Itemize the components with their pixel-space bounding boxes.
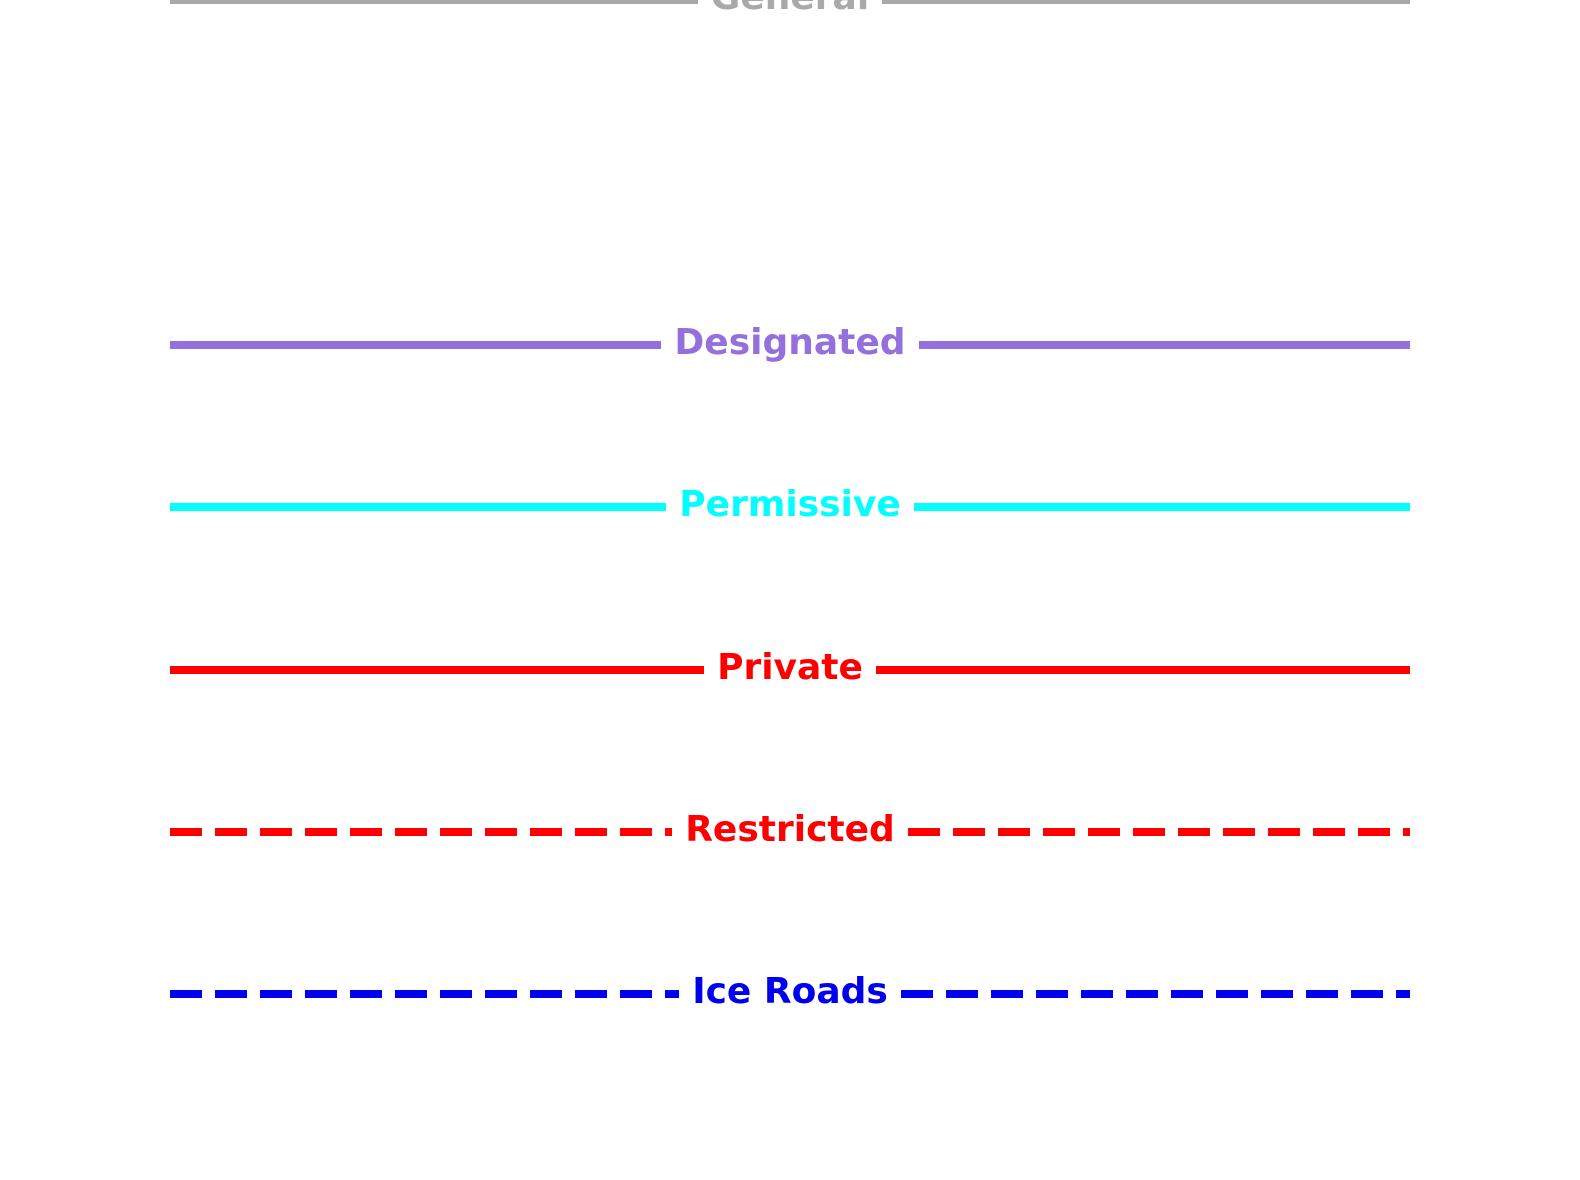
line-segment-right [907,828,1411,836]
legend-label: General [698,0,882,16]
line-segment-right [882,0,1410,4]
legend-label: Permissive [679,484,901,525]
line-segment-right [900,990,1411,998]
legend-label: Private [717,647,863,688]
legend-row: Ice Roads [170,970,1411,1018]
legend-label: Restricted [685,809,895,850]
line-segment-right [918,341,1410,349]
legend-row: General [170,0,1410,24]
line-segment-left [170,666,705,674]
legend-row: Private [170,646,1410,694]
legend-row: Restricted [170,808,1411,856]
line-segment-right [875,666,1410,674]
legend-row: Permissive [170,483,1411,531]
line-segment-left [170,828,673,836]
line-segment-left [170,503,667,511]
legend-label: Designated [674,322,906,363]
line-segment-left [170,341,662,349]
line-segment-right [913,503,1411,511]
legend-row: Designated [170,321,1410,369]
line-segment-left [170,990,680,998]
line-segment-left [170,0,698,4]
legend-label: Ice Roads [692,971,888,1012]
